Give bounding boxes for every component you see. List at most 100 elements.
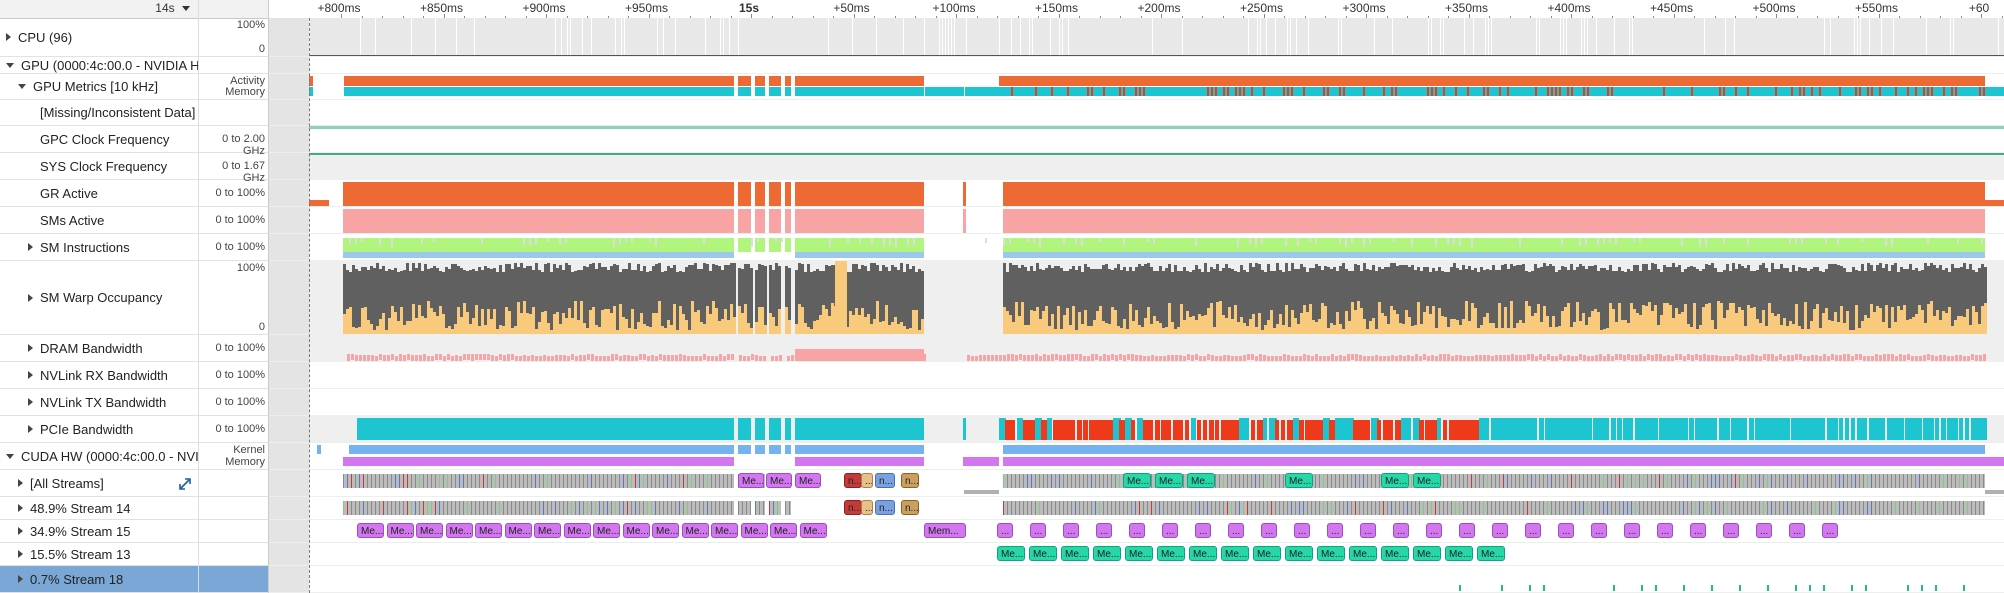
lane-warp[interactable] (269, 261, 2004, 335)
memory-op-chip[interactable]: Me... (1413, 473, 1441, 488)
expand-arrow-icon[interactable] (18, 575, 23, 583)
expand-arrow-icon[interactable] (28, 425, 33, 433)
row-s18[interactable]: 0.7% Stream 18 (0, 566, 198, 593)
lane-gpu-metrics[interactable] (269, 74, 2004, 100)
memory-op-chip[interactable]: Me... (416, 523, 443, 538)
memory-op-chip[interactable]: ... (1558, 523, 1574, 538)
memory-op-chip[interactable]: n... (875, 473, 895, 488)
row-cuda[interactable]: CUDA HW (0000:4c:00.0 - NVIDIA I (0, 443, 198, 470)
memory-op-chip[interactable]: Me... (1155, 473, 1183, 488)
memory-op-chip[interactable]: ... (1393, 523, 1409, 538)
memory-op-chip[interactable]: n... (875, 500, 895, 515)
memory-op-chip[interactable]: ... (1294, 523, 1310, 538)
row-gpc[interactable]: GPC Clock Frequency (0, 126, 198, 153)
row-s15[interactable]: 34.9% Stream 15 (0, 520, 198, 543)
lane-s14[interactable]: n......n...n... (269, 497, 2004, 520)
memory-op-chip[interactable]: Me... (1189, 546, 1217, 561)
expand-arrow-icon[interactable] (28, 371, 33, 379)
row-gpu-metrics[interactable]: GPU Metrics [10 kHz] (0, 74, 198, 100)
expand-diagonal-icon[interactable] (178, 477, 192, 491)
lane-s13[interactable]: Me... Me... Me... Me... Me... Me... Me... Me...… (269, 543, 2004, 566)
memory-op-chip[interactable]: Me... (1061, 546, 1089, 561)
expand-arrow-icon[interactable] (18, 479, 23, 487)
expand-arrow-icon[interactable] (6, 33, 11, 41)
memory-op-chip[interactable]: Me... (738, 473, 764, 488)
time-select[interactable]: 14s (155, 1, 190, 15)
memory-op-chip[interactable]: Me... (1253, 546, 1281, 561)
lane-s18[interactable] (269, 566, 2004, 593)
row-s13[interactable]: 15.5% Stream 13 (0, 543, 198, 566)
collapse-arrow-icon[interactable] (18, 84, 26, 89)
memory-op-chip[interactable]: n... (844, 500, 862, 515)
expand-arrow-icon[interactable] (18, 504, 23, 512)
lane-sms[interactable] (269, 207, 2004, 234)
memory-op-chip[interactable]: n... (901, 473, 919, 488)
memory-op-chip[interactable]: Me... (681, 523, 709, 538)
row-missing[interactable]: [Missing/Inconsistent Data] (0, 100, 198, 126)
lane-gpu[interactable] (269, 57, 2004, 74)
memory-op-chip[interactable]: Me... (1221, 546, 1249, 561)
memory-op-chip[interactable]: Me... (1317, 546, 1345, 561)
row-smi[interactable]: SM Instructions (0, 234, 198, 261)
memory-op-chip[interactable]: ... (1789, 523, 1805, 538)
lane-nvtx[interactable] (269, 389, 2004, 416)
memory-op-chip[interactable]: ... (1360, 523, 1376, 538)
memory-op-chip[interactable]: Me... (1157, 546, 1185, 561)
memory-op-chip[interactable]: Me... (652, 523, 679, 538)
expand-arrow-icon[interactable] (28, 344, 33, 352)
memory-op-chip[interactable]: Me... (1125, 546, 1153, 561)
memory-op-chip[interactable]: Mem... (924, 523, 966, 538)
memory-op-chip[interactable]: n... (901, 500, 919, 515)
expand-arrow-icon[interactable] (18, 550, 23, 558)
memory-op-chip[interactable]: ... (1690, 523, 1706, 538)
row-nvrx[interactable]: NVLink RX Bandwidth (0, 362, 198, 389)
expand-arrow-icon[interactable] (28, 243, 33, 251)
memory-op-chip[interactable]: Me... (1187, 473, 1215, 488)
memory-op-chip[interactable]: ... (997, 523, 1013, 538)
lane-s15[interactable]: Me...Me...Me...Me...Me...Me...Me...Me...… (269, 520, 2004, 543)
memory-op-chip[interactable]: Me... (1381, 546, 1409, 561)
row-warp[interactable]: SM Warp Occupancy (0, 261, 198, 335)
memory-op-chip[interactable]: ... (1195, 523, 1211, 538)
memory-op-chip[interactable]: Me... (795, 473, 821, 488)
row-cpu[interactable]: CPU (96) (0, 18, 198, 57)
memory-op-chip[interactable]: ... (1822, 523, 1838, 538)
memory-op-chip[interactable]: ... (1459, 523, 1475, 538)
memory-op-chip[interactable]: ... (1129, 523, 1145, 538)
memory-op-chip[interactable]: ... (1756, 523, 1772, 538)
row-gr[interactable]: GR Active (0, 180, 198, 207)
lane-cuda[interactable] (269, 443, 2004, 470)
memory-op-chip[interactable]: Me... (711, 523, 738, 538)
lane-pcie[interactable] (269, 416, 2004, 443)
memory-op-chip[interactable]: Me... (386, 523, 414, 538)
memory-op-chip[interactable]: Me... (766, 473, 792, 488)
row-pcie[interactable]: PCIe Bandwidth (0, 416, 198, 443)
memory-op-chip[interactable]: Me... (770, 523, 797, 538)
memory-op-chip[interactable]: Me... (445, 523, 473, 538)
lane-gpc[interactable] (269, 126, 2004, 153)
memory-op-chip[interactable]: ... (1261, 523, 1277, 538)
memory-op-chip[interactable]: Me... (504, 523, 532, 538)
memory-op-chip[interactable]: ... (1525, 523, 1541, 538)
memory-op-chip[interactable]: ... (1591, 523, 1607, 538)
memory-op-chip[interactable]: Me... (1029, 546, 1057, 561)
memory-op-chip[interactable]: ... (1426, 523, 1442, 538)
memory-op-chip[interactable]: ... (1228, 523, 1244, 538)
memory-op-chip[interactable]: Me... (1381, 473, 1409, 488)
memory-op-chip[interactable]: Me... (997, 546, 1025, 561)
row-sms[interactable]: SMs Active (0, 207, 198, 234)
memory-op-chip[interactable]: ... (1624, 523, 1640, 538)
lane-cpu[interactable] (269, 18, 2004, 57)
memory-op-chip[interactable]: ... (1063, 523, 1079, 538)
memory-op-chip[interactable]: Me... (563, 523, 591, 538)
memory-op-chip[interactable]: Me... (1093, 546, 1121, 561)
collapse-arrow-icon[interactable] (6, 62, 14, 68)
memory-op-chip[interactable]: Me... (1349, 546, 1377, 561)
memory-op-chip[interactable]: Me... (534, 523, 561, 538)
collapse-arrow-icon[interactable] (6, 453, 14, 459)
row-s14[interactable]: 48.9% Stream 14 (0, 497, 198, 520)
lane-smi[interactable] (269, 234, 2004, 261)
memory-op-chip[interactable]: ... (1657, 523, 1673, 538)
memory-op-chip[interactable]: Me... (740, 523, 768, 538)
memory-op-chip[interactable]: ... (1492, 523, 1508, 538)
